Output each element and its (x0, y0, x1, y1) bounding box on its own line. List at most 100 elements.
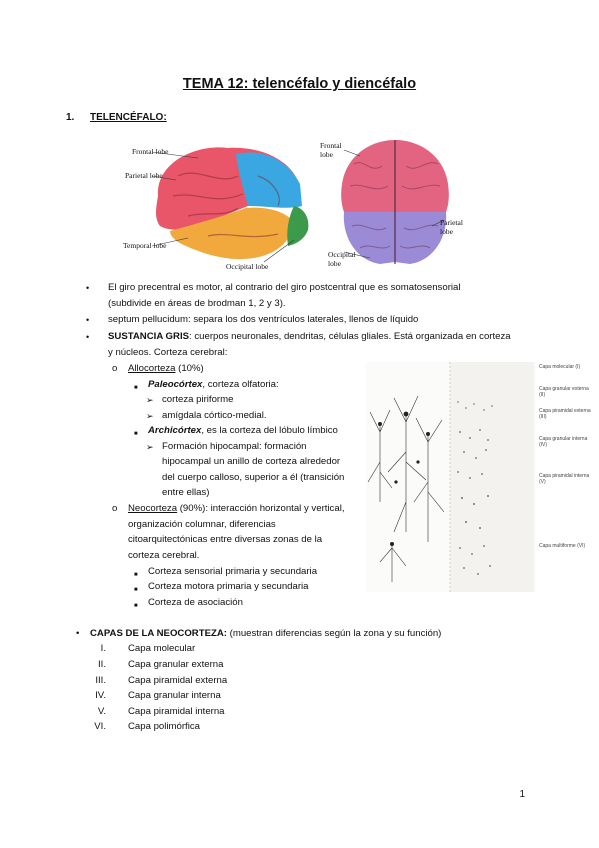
archi-item-line: del cuerpo calloso, superior a él (trans… (162, 472, 345, 483)
bullet-text-continued: y núcleos. Corteza cerebral: (108, 347, 228, 358)
label-top-frontal-1: Frontal (320, 141, 342, 150)
neo-label: Neocorteza (128, 503, 178, 514)
cortex-label-5: Capa multiforme (VI) (539, 543, 586, 549)
paleo-item-1: ➢ amígdala córtico-medial. (146, 410, 267, 422)
label-temporal-lobe: Temporal lobe (123, 241, 167, 250)
label-top-occipital-lobe: Occipital lobe (328, 250, 356, 268)
layer-text: Capa molecular (128, 643, 196, 654)
paleo-label: Paleocórtex (148, 379, 203, 390)
item-allocorteza: o Allocorteza (10%) (112, 363, 204, 375)
neo-item-2: ■ Corteza de asociación (134, 597, 243, 609)
label-top-occipital-1: Occipital (328, 250, 356, 259)
bullet-text: : cuerpos neuronales, dendritas, células… (189, 331, 511, 342)
archi-item-line: hipocampal un anillo de corteza alrededo… (162, 456, 341, 467)
brain-lateral-figure (151, 147, 309, 263)
bullet-text: El giro precentral es motor, al contrari… (108, 282, 461, 293)
item-paleocortex: ■ Paleocórtex, corteza olfatoria: (134, 379, 279, 391)
label-top-parietal-1: Parietal (440, 218, 463, 227)
roman-numeral: IV. (95, 690, 106, 701)
layer-text: Capa piramidal externa (128, 675, 228, 686)
circle-bullet: o (112, 363, 118, 374)
neo-item-text: Corteza de asociación (148, 597, 243, 608)
capas-bold: CAPAS DE LA NEOCORTEZA: (90, 628, 227, 639)
label-parietal-lobe: Parietal lobe (125, 171, 163, 180)
allo-rest: (10%) (175, 363, 204, 374)
layer-text: Capa granular interna (128, 690, 221, 701)
square-bullet: ■ (134, 385, 138, 391)
paleo-item-text: amígdala córtico-medial. (162, 410, 267, 421)
label-top-parietal-lobe: Parietal lobe (440, 218, 463, 236)
item-archicortex: ■ Archicórtex, es la corteza del lóbulo … (134, 425, 338, 437)
layer-item-5: VI. Capa polimórfica (94, 721, 200, 733)
archi-item-line: Formación hipocampal: formación (162, 441, 307, 452)
item-neocorteza: o Neocorteza (90%): interacción horizont… (112, 503, 345, 515)
cortex-label-3: Capa granular interna (IV) (539, 436, 588, 448)
paleo-rest: , corteza olfatoria: (202, 379, 279, 390)
neo-line: citoarquitectónicas entre diversas zonas… (128, 534, 323, 545)
allo-label: Allocorteza (128, 363, 176, 374)
neo-item-0: ■ Corteza sensorial primaria y secundari… (134, 566, 318, 578)
layer-text: Capa polimórfica (128, 721, 200, 732)
layer-item-1: II. Capa granular externa (98, 659, 224, 671)
layer-item-3: IV. Capa granular interna (95, 690, 221, 702)
roman-numeral: II. (98, 659, 106, 670)
square-bullet: ■ (134, 572, 138, 578)
cortex-layers-figure (366, 362, 536, 592)
bullet-text-continued: (subdivide en áreas de brodman 1, 2 y 3)… (108, 298, 286, 309)
archi-item: ➢ Formación hipocampal: formación (146, 441, 307, 453)
arrow-bullet: ➢ (146, 411, 154, 421)
label-top-frontal-2: lobe (320, 150, 333, 159)
neo-line: corteza cerebral. (128, 550, 200, 561)
bullet-bold-text: SUSTANCIA GRIS (108, 331, 190, 342)
page-title: TEMA 12: telencéfalo y diencéfalo (182, 76, 417, 92)
capas-rest: (muestran diferencias según la zona y su… (226, 628, 442, 639)
cortex-label-2: Capa piramidal externa (III) (539, 408, 591, 420)
bullet-text: septum pellucidum: separa los dos ventrí… (108, 314, 419, 325)
bullet-dot: • (86, 332, 90, 342)
layer-text: Capa granular externa (128, 659, 224, 670)
neo-line: (90%): interacción horizontal y vertical… (177, 503, 345, 514)
neo-item-text: Corteza motora primaria y secundaria (148, 581, 309, 592)
bullet-septum: • septum pellucidum: separa los dos vent… (86, 314, 419, 326)
square-bullet: ■ (134, 603, 138, 609)
bullet-giro-precentral: • El giro precentral es motor, al contra… (86, 282, 461, 294)
neo-item-text: Corteza sensorial primaria y secundaria (148, 566, 318, 577)
layer-item-0: I. Capa molecular (101, 643, 196, 655)
arrow-bullet: ➢ (146, 395, 154, 405)
archi-rest: , es la corteza del lóbulo límbico (201, 425, 338, 436)
cortex-label-4: Capa piramidal interna (V) (539, 473, 590, 485)
brain-top-figure (341, 140, 449, 264)
paleo-item-0: ➢ corteza piriforme (146, 394, 234, 406)
section-label: TELENCÉFALO: (90, 112, 167, 123)
layer-item-2: III. Capa piramidal externa (95, 675, 228, 687)
neo-item-1: ■ Corteza motora primaria y secundaria (134, 581, 309, 593)
arrow-bullet: ➢ (146, 442, 154, 452)
archi-item-line: entre ellas) (162, 487, 210, 498)
bullet-capas-neocorteza: • CAPAS DE LA NEOCORTEZA: (muestran dife… (76, 628, 441, 640)
roman-numeral: III. (95, 675, 106, 686)
label-top-frontal-lobe: Frontal lobe (320, 141, 342, 159)
bullet-sustancia-gris: • SUSTANCIA GRIS: cuerpos neuronales, de… (86, 331, 511, 343)
bullet-dot: • (86, 315, 90, 325)
bullet-dot: • (86, 283, 90, 293)
bullet-dot: • (76, 628, 80, 639)
section-heading-telencefalo: 1.TELENCÉFALO: (66, 112, 167, 123)
layer-text: Capa piramidal interna (128, 706, 225, 717)
square-bullet: ■ (134, 587, 138, 593)
paleo-item-text: corteza piriforme (162, 394, 234, 405)
label-top-occipital-2: lobe (328, 259, 341, 268)
label-top-parietal-2: lobe (440, 227, 453, 236)
label-frontal-lobe: Frontal lobe (132, 147, 169, 156)
roman-numeral: VI. (94, 721, 106, 732)
roman-numeral: V. (97, 706, 106, 717)
layer-item-4: V. Capa piramidal interna (98, 706, 225, 718)
page-number: 1 (519, 789, 525, 800)
cortex-label-0: Capa molecular (I) (539, 364, 581, 370)
label-occipital-lobe: Occipital lobe (226, 262, 269, 271)
square-bullet: ■ (134, 431, 138, 437)
roman-numeral: I. (100, 643, 106, 654)
neo-line: organización columnar, diferencias (128, 519, 276, 530)
archi-label: Archicórtex (148, 425, 202, 436)
circle-bullet: o (112, 503, 118, 514)
cortex-label-1: Capa granular externa (II) (539, 386, 589, 398)
